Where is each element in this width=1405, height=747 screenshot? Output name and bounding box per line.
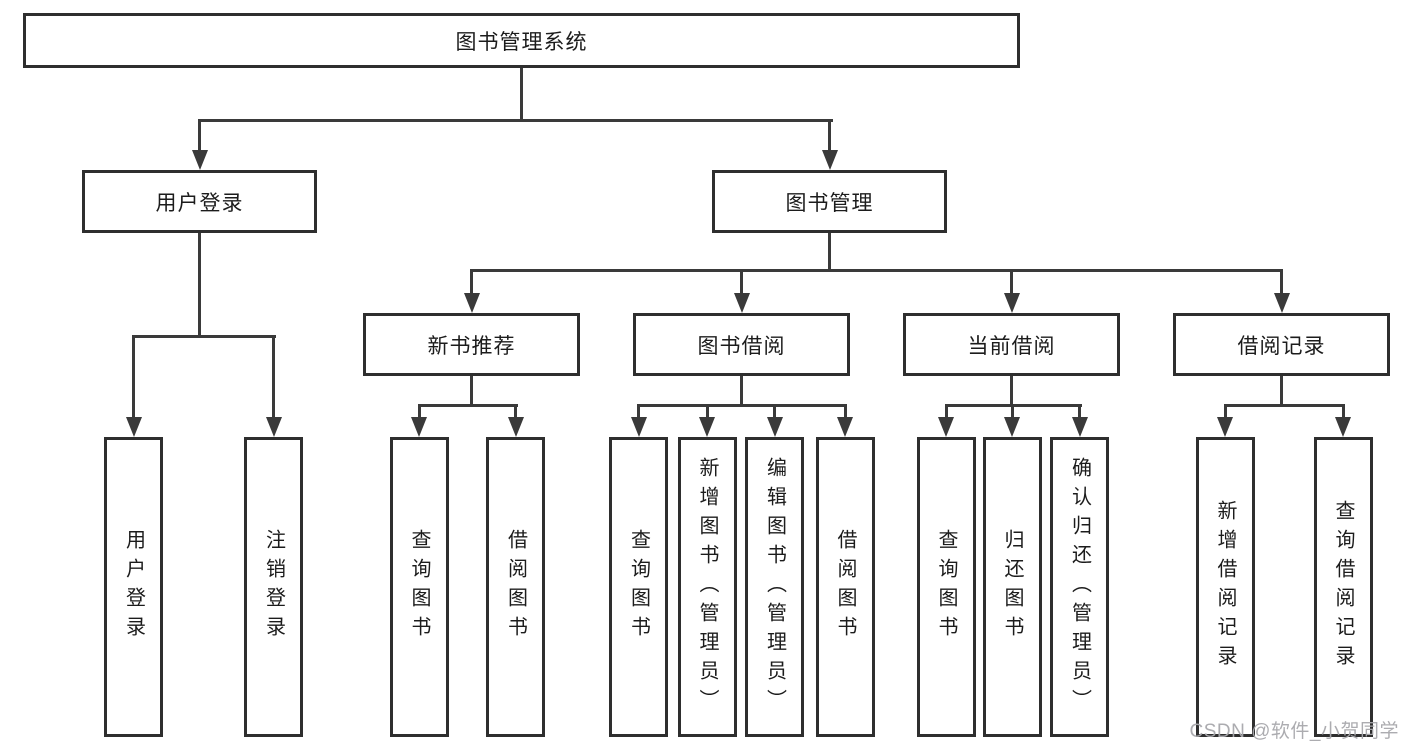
connector-line [637,404,847,407]
arrowhead-down-icon [125,417,142,437]
arrowhead-down-icon [821,150,838,170]
leaf-label: 确认归还（管理员） [1068,456,1091,718]
arrowhead-down-icon [630,417,647,437]
csdn-watermark: CSDN @软件_小贺同学 [1189,721,1399,742]
connector-line [944,404,948,419]
leaf-label: 查询图书 [627,529,650,645]
connector-line [132,335,135,419]
arrowhead-down-icon [766,417,783,437]
connector-line [1078,404,1081,419]
leaf-search-borrow-record: 查询借阅记录 [1313,437,1373,737]
arrowhead-down-icon [463,293,480,313]
arrowhead-down-icon [265,417,282,437]
arrowhead-down-icon [411,417,427,437]
leaf-label: 编辑图书（管理员） [763,456,786,718]
connector-line [637,404,640,419]
leaf-return-books: 归还图书 [982,437,1042,737]
leaf-logout: 注销登录 [244,437,303,737]
connector-line [470,269,1282,272]
connector-line [1010,376,1013,404]
leaf-add-book-admin: 新增图书（管理员） [677,437,737,737]
arrowhead-down-icon [1003,293,1020,313]
connector-line [1010,269,1013,295]
arrowhead-down-icon [1335,417,1351,437]
arrowhead-down-icon [1217,417,1233,437]
leaf-label: 查询图书 [935,529,957,645]
leaf-borrow-books-borrowing: 借阅图书 [815,437,875,737]
connector-line [520,68,523,119]
connector-line [740,269,743,295]
connector-line [417,404,518,407]
leaf-label: 归还图书 [1001,529,1023,645]
arrowhead-down-icon [699,417,715,437]
leaf-confirm-return-admin: 确认归还（管理员） [1050,437,1109,737]
leaf-add-borrow-record: 新增借阅记录 [1195,437,1255,737]
node-book-management: 图书管理 [712,170,947,233]
leaf-search-books-current: 查询图书 [916,437,976,737]
leaf-label: 新增借阅记录 [1214,500,1236,674]
leaf-label: 借阅图书 [834,529,856,645]
connector-line [1341,404,1345,419]
connector-line [198,233,201,335]
leaf-label: 查询图书 [408,529,430,645]
connector-line [773,404,776,419]
leaf-search-books-borrowing: 查询图书 [609,437,668,737]
node-borrowing-records: 借阅记录 [1173,313,1390,376]
node-user-login: 用户登录 [82,170,317,233]
connector-line [1010,404,1014,419]
leaf-borrow-books-recommend: 借阅图书 [486,437,545,737]
connector-line [1223,404,1227,419]
leaf-label: 查询借阅记录 [1332,500,1354,674]
arrowhead-down-icon [837,417,853,437]
arrowhead-down-icon [1004,417,1020,437]
arrowhead-down-icon [938,417,954,437]
connector-line [705,404,709,419]
arrowhead-down-icon [733,293,750,313]
connector-line [272,335,275,419]
connector-line [470,376,473,404]
connector-line [132,335,276,338]
node-label: 图书管理 [785,191,874,215]
connector-line [1223,404,1345,407]
arrowhead-down-icon [507,417,524,437]
connector-line [828,233,831,269]
node-label: 当前借阅 [967,334,1056,358]
connector-line [843,404,847,419]
leaf-user-login: 用户登录 [104,437,163,737]
connector-line [740,376,743,404]
leaf-search-books-recommend: 查询图书 [389,437,449,737]
connector-line [470,269,473,295]
node-current-borrowing: 当前借阅 [903,313,1120,376]
node-library-management-system: 图书管理系统 [23,13,1020,68]
connector-line [198,119,833,122]
node-label: 用户登录 [155,191,244,215]
node-new-book-recommendation: 新书推荐 [363,313,580,376]
connector-line [1280,269,1283,295]
connector-line [417,404,421,419]
node-label: 新书推荐 [427,334,516,358]
arrowhead-down-icon [1273,293,1290,313]
arrowhead-down-icon [191,150,208,170]
connector-line [1280,376,1283,404]
leaf-label: 借阅图书 [504,529,527,645]
connector-line [828,119,831,152]
arrowhead-down-icon [1071,417,1088,437]
leaf-label: 新增图书（管理员） [696,456,718,718]
leaf-edit-book-admin: 编辑图书（管理员） [745,437,804,737]
leaf-label: 用户登录 [122,529,145,645]
node-label: 借阅记录 [1237,334,1326,358]
connector-line [514,404,517,419]
leaf-label: 注销登录 [262,529,285,645]
node-book-borrowing: 图书借阅 [633,313,850,376]
connector-line [198,119,201,152]
node-label: 图书借阅 [697,334,786,358]
node-label: 图书管理系统 [455,30,588,54]
